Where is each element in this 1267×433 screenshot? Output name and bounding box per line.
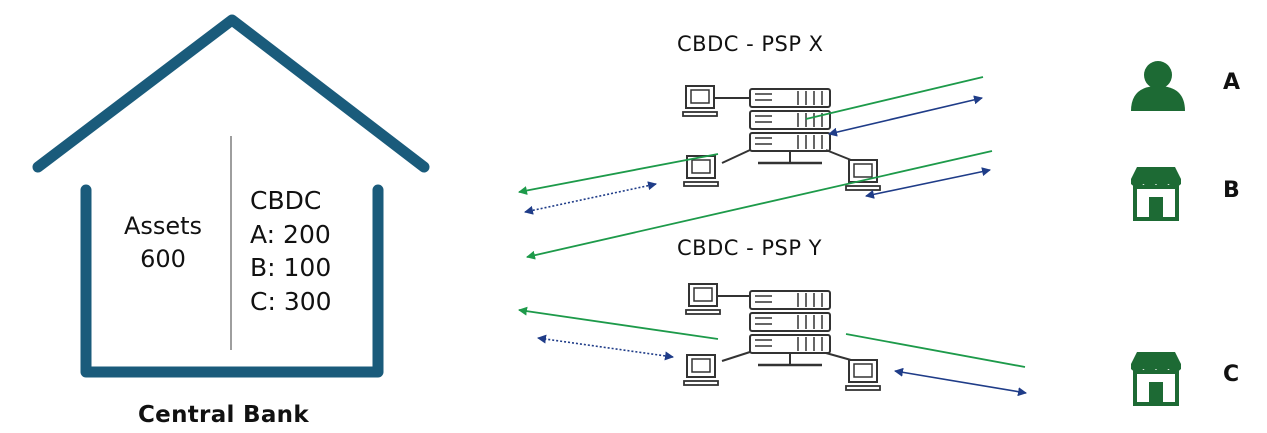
cbdc-ledger: CBDC A: 200 B: 100 C: 300 <box>250 184 332 318</box>
ledger-row-c: C: 300 <box>250 286 332 316</box>
flow-arrow <box>894 367 1027 397</box>
party-c-label: C <box>1223 362 1240 387</box>
flow-arrow <box>865 167 991 199</box>
flow-arrow <box>828 95 983 137</box>
psp-x-node <box>682 85 881 191</box>
assets-block: Assets 600 <box>110 210 216 276</box>
psp-y-title: CBDC - PSP Y <box>677 236 822 260</box>
computer-icon <box>682 85 718 117</box>
person-icon <box>1131 61 1185 111</box>
flow-arrow <box>537 334 674 361</box>
flow-arrows <box>518 76 1027 397</box>
computer-icon <box>845 159 881 191</box>
flow-arrow <box>845 333 1026 368</box>
assets-label: Assets <box>123 212 203 240</box>
flow-arrow <box>524 181 657 215</box>
computer-icon <box>685 283 721 315</box>
assets-value: 600 <box>140 245 186 273</box>
flow-arrow <box>518 306 719 340</box>
ledger-row-b: B: 100 <box>250 253 332 282</box>
party-b-label: B <box>1223 178 1240 203</box>
central-bank-label: Central Bank <box>138 402 309 428</box>
store-icon <box>1129 165 1183 221</box>
flow-arrow <box>805 76 984 120</box>
server-icon <box>748 289 832 367</box>
server-icon <box>748 87 832 165</box>
computer-icon <box>683 155 719 187</box>
party-a-label: A <box>1223 70 1241 95</box>
psp-y-node <box>683 283 881 391</box>
ledger-row-a: A: 200 <box>250 219 331 249</box>
computer-icon <box>683 354 719 386</box>
store-icon <box>1129 350 1183 406</box>
psp-x-title: CBDC - PSP X <box>677 32 824 56</box>
central-bank-house <box>32 14 430 378</box>
computer-icon <box>845 359 881 391</box>
ledger-title: CBDC <box>250 186 322 215</box>
